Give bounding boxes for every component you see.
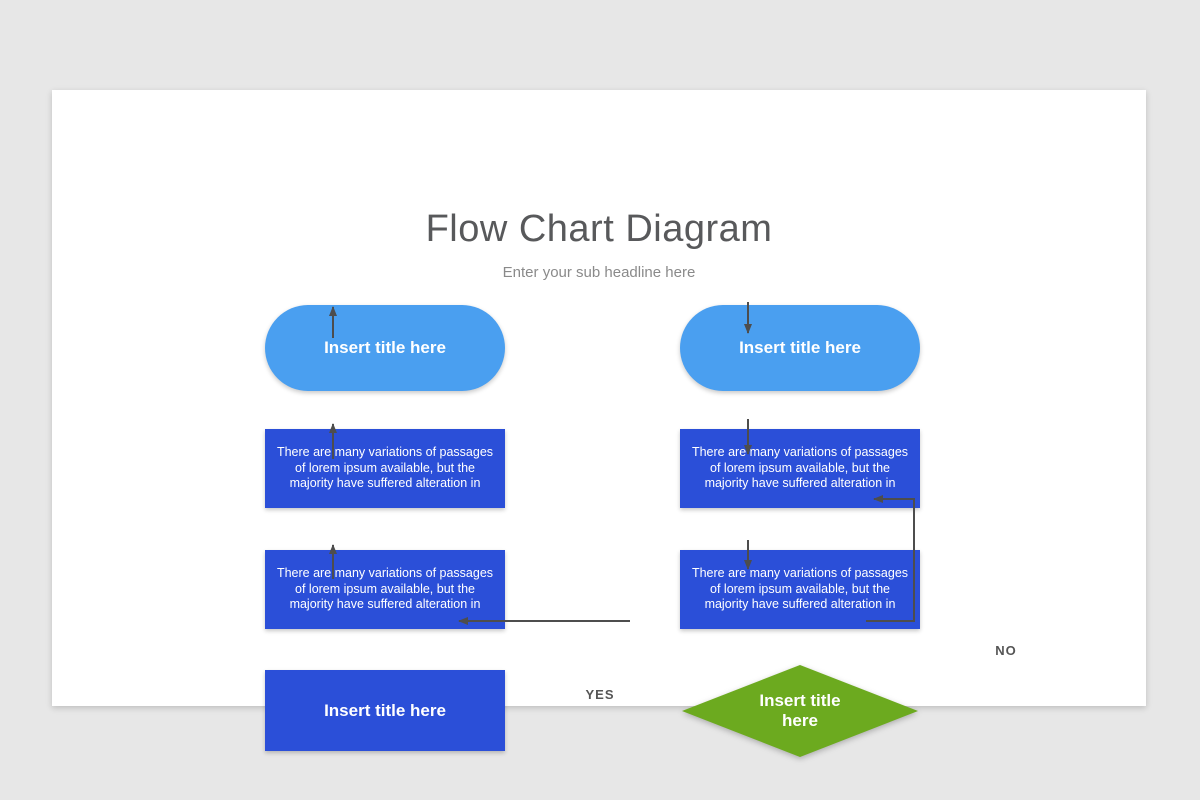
process-node-left-1-text: There are many variations of passages of… — [276, 445, 494, 491]
page-subtitle: Enter your sub headline here — [502, 264, 696, 281]
slide: Flow Chart Diagram Enter your sub headli… — [52, 90, 1146, 757]
decision-node: Insert title here — [682, 665, 918, 757]
decision-node-label: Insert title here — [759, 690, 841, 730]
decision-node-wrap: Insert title here — [682, 665, 918, 757]
yes-branch-label: YES — [585, 687, 615, 702]
page-title: Flow Chart Diagram — [425, 208, 773, 250]
process-node-right-2: There are many variations of passages of… — [680, 550, 920, 629]
process-node-right-1: There are many variations of passages of… — [680, 429, 920, 508]
terminal-node-right-label: Insert title here — [739, 338, 861, 357]
process-node-right-2-text: There are many variations of passages of… — [691, 566, 909, 612]
process-node-left-2-text: There are many variations of passages of… — [276, 566, 494, 612]
process-node-left-2: There are many variations of passages of… — [265, 550, 505, 629]
process-node-right-1-text: There are many variations of passages of… — [691, 445, 909, 491]
action-node-left: Insert title here — [265, 670, 505, 751]
action-node-left-label: Insert title here — [324, 700, 446, 720]
terminal-node-right: Insert title here — [680, 305, 920, 391]
terminal-node-left-label: Insert title here — [324, 338, 446, 357]
no-branch-label: NO — [995, 643, 1017, 658]
process-node-left-1: There are many variations of passages of… — [265, 429, 505, 508]
terminal-node-left: Insert title here — [265, 305, 505, 391]
